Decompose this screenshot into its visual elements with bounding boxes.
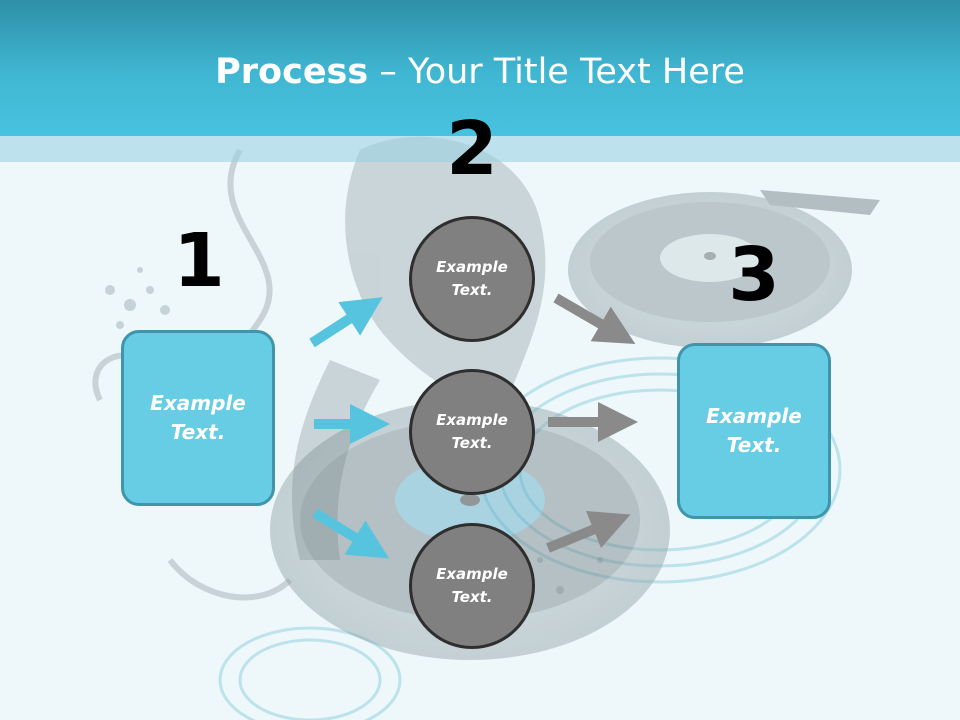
step-number-3: 3	[728, 232, 780, 318]
title-bold: Process	[215, 52, 369, 92]
circle-bottom: Example Text.	[409, 523, 535, 649]
step-number-1: 1	[173, 218, 225, 304]
circle-top: Example Text.	[409, 216, 535, 342]
header-bar	[0, 0, 960, 136]
arrow-top-to-right	[553, 293, 636, 345]
title-rest: Your Title Text Here	[407, 52, 745, 92]
page-title: Process – Your Title Text Here	[0, 52, 960, 92]
header-strip	[0, 136, 960, 162]
title-separator: –	[368, 52, 408, 92]
circle-middle: Example Text.	[409, 369, 535, 495]
right-box: Example Text.	[677, 343, 831, 519]
left-box: Example Text.	[121, 330, 275, 506]
arrow-left-to-bottom	[312, 508, 390, 559]
step-number-2: 2	[446, 106, 498, 192]
arrow-left-to-top	[309, 297, 383, 348]
arrow-bottom-to-right	[546, 510, 631, 553]
